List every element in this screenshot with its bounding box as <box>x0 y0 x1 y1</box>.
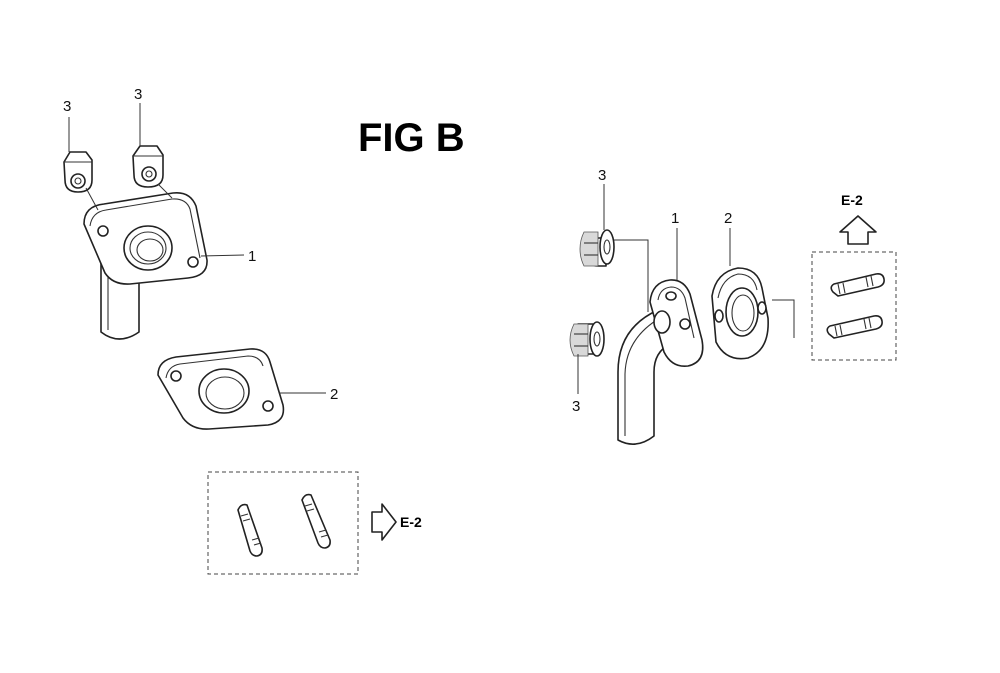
left-callout-flange: 1 <box>248 248 256 265</box>
right-bolt-top <box>579 229 615 267</box>
right-gasket-part-2 <box>711 267 769 360</box>
right-callout-bolt-top: 3 <box>598 167 606 184</box>
right-stud-reference: E-2 <box>841 192 863 208</box>
right-callout-flange: 1 <box>671 210 679 227</box>
right-ref-arrow <box>839 215 877 245</box>
right-bolt-bottom <box>569 321 605 357</box>
right-leader-studs <box>772 299 795 338</box>
right-leader-bolt-top-path <box>614 239 649 312</box>
left-exploded-view: 3 3 1 2 <box>63 86 422 575</box>
left-callout-bolt-b: 3 <box>134 86 142 103</box>
right-callout-gasket: 2 <box>724 210 732 227</box>
left-leader-flange <box>200 254 245 257</box>
left-callout-bolt-a: 3 <box>63 98 71 115</box>
left-gasket-part-2 <box>157 348 285 430</box>
right-exploded-view: 3 1 2 3 E-2 <box>569 167 897 445</box>
left-stud-box <box>207 471 359 575</box>
left-bolt-b <box>132 145 164 188</box>
left-callout-gasket: 2 <box>330 386 338 403</box>
left-ref-arrow <box>371 503 397 541</box>
right-stud-1 <box>830 273 885 297</box>
right-stud-box <box>811 251 897 361</box>
right-stud-2 <box>826 315 883 339</box>
left-bolt-a <box>63 151 93 193</box>
left-stud-1 <box>237 503 263 557</box>
right-flange-part-1 <box>649 279 704 368</box>
left-stud-reference: E-2 <box>400 514 422 530</box>
right-callout-bolt-bottom: 3 <box>572 398 580 415</box>
left-flange-part-1 <box>83 191 208 285</box>
figure-title: FIG B <box>358 116 465 160</box>
left-leader-bolt-a-to-flange <box>85 187 99 211</box>
left-stud-2 <box>301 493 331 549</box>
left-leader-bolt-b-to-flange <box>157 183 173 199</box>
